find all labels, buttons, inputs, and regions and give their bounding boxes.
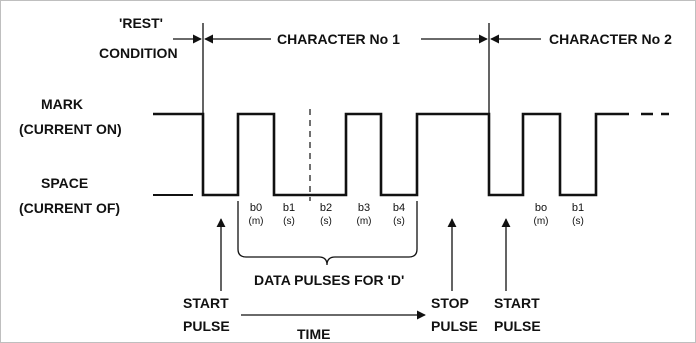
bit-name: b0	[250, 202, 262, 214]
time-label: TIME	[297, 326, 330, 342]
data-pulses-label: DATA PULSES FOR 'D'	[254, 272, 404, 288]
start-pulse-2-label-bottom: PULSE	[494, 318, 541, 334]
rest-label-1: 'REST'	[119, 15, 163, 31]
bit-value: (s)	[320, 216, 332, 227]
bit-name: b1	[283, 202, 295, 214]
bit-labels: b0 (m) b1 (s) b2 (s) b3 (m) b4 (s) bo (m…	[249, 202, 585, 227]
bit-name: bo	[535, 202, 547, 214]
bit-value: (s)	[283, 216, 295, 227]
stop-pulse-label-top: STOP	[431, 295, 469, 311]
bit-name: b4	[393, 202, 405, 214]
rest-label-2: CONDITION	[99, 45, 178, 61]
stop-pulse-label-bottom: PULSE	[431, 318, 478, 334]
mark-sub-label: (CURRENT ON)	[19, 121, 122, 137]
signal-waveform	[153, 112, 629, 197]
character1-label: CHARACTER No 1	[277, 31, 400, 47]
data-pulses-brace	[237, 201, 418, 266]
bit-name: b3	[358, 202, 370, 214]
bit-value: (s)	[393, 216, 405, 227]
bit-value: (s)	[572, 216, 584, 227]
bit-value: (m)	[357, 216, 372, 227]
space-sub-label: (CURRENT OF)	[19, 200, 120, 216]
start-pulse-2-label-top: START	[494, 295, 540, 311]
bit-name: b2	[320, 202, 332, 214]
mark-label: MARK	[41, 96, 83, 112]
character2-label: CHARACTER No 2	[549, 31, 672, 47]
space-label: SPACE	[41, 175, 88, 191]
bit-name: b1	[572, 202, 584, 214]
bit-value: (m)	[249, 216, 264, 227]
start-pulse-1-label-top: START	[183, 295, 229, 311]
bit-value: (m)	[534, 216, 549, 227]
start-pulse-1-label-bottom: PULSE	[183, 318, 230, 334]
